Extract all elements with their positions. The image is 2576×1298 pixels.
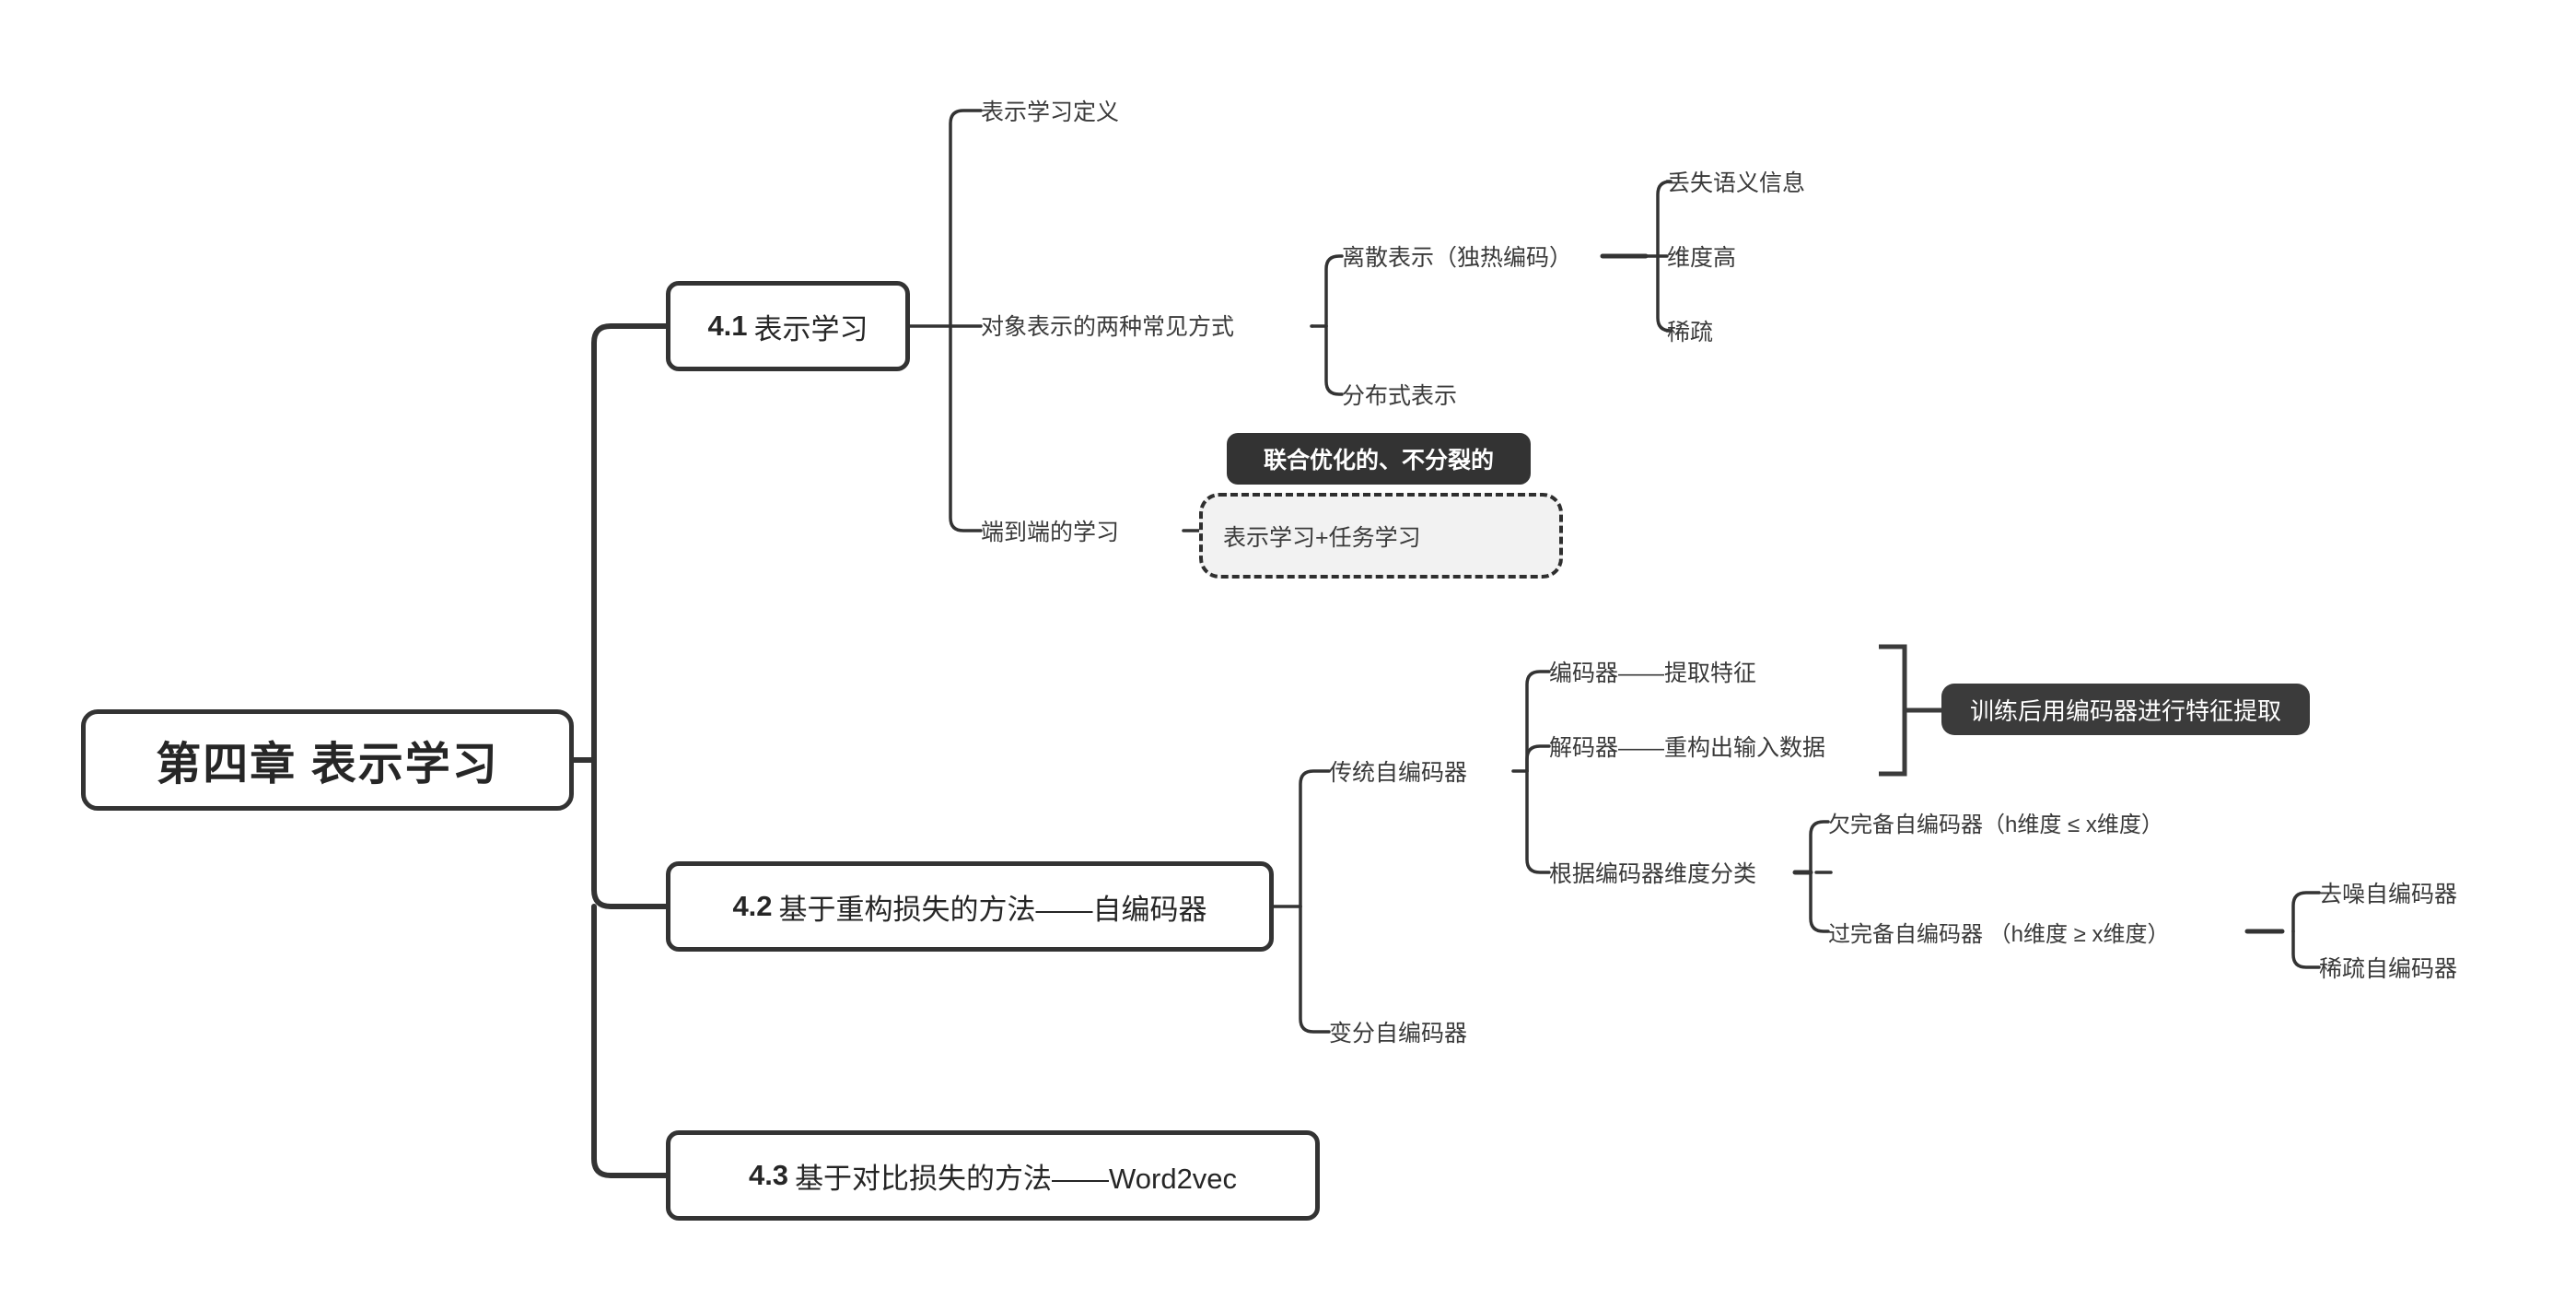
topic-overcomplete-autoencoder[interactable]: 过完备自编码器 （h维度 ≥ x维度） — [1828, 913, 2247, 950]
topic-label: 端到端的学习 — [981, 520, 1120, 545]
topic-label: 表示学习定义 — [981, 99, 1120, 125]
topic-denoising-autoencoder[interactable]: 去噪自编码器 — [2319, 874, 2531, 911]
callout-tag-label: 联合优化的、不分裂的 — [1263, 448, 1494, 474]
topic-undercomplete-autoencoder[interactable]: 欠完备自编码器（h维度 ≤ x维度） — [1828, 803, 2233, 840]
wire-ch2-to-vae — [1299, 905, 1331, 1034]
topic-label: 稀疏自编码器 — [2319, 956, 2458, 982]
chapter-4-1-label: 表示学习 — [753, 312, 868, 345]
topic-loses-semantic-information[interactable]: 丢失语义信息 — [1667, 163, 1879, 200]
topic-label: 编码器——提取特征 — [1549, 661, 1757, 686]
topic-label: 分布式表示 — [1342, 383, 1458, 409]
topic-decoder-reconstruct-input[interactable]: 解码器——重构出输入数据 — [1549, 728, 1844, 765]
chapter-4-3-number: 4.3 — [748, 1159, 789, 1191]
topic-classify-by-encoder-dimension[interactable]: 根据编码器维度分类 — [1549, 854, 1816, 891]
topic-encoder-extract-features[interactable]: 编码器——提取特征 — [1549, 653, 1784, 690]
highlighted-node-label: 表示学习+任务学习 — [1223, 524, 1421, 551]
wire-tradae-to-decoder — [1525, 744, 1551, 773]
wire-ch1-to-endtoend — [949, 324, 983, 532]
topic-label: 过完备自编码器 （h维度 ≥ x维度） — [1828, 921, 2170, 947]
wire-ch2-to-tradae — [1299, 769, 1331, 908]
wire-twoways-to-discrete — [1324, 254, 1344, 328]
topic-label: 对象表示的两种常见方式 — [981, 314, 1235, 340]
topic-high-dimensionality[interactable]: 维度高 — [1667, 238, 1778, 275]
callout-badge-label: 训练后用编码器进行特征提取 — [1969, 696, 2281, 725]
topic-label: 根据编码器维度分类 — [1549, 861, 1757, 887]
wire-root-to-ch3 — [591, 904, 669, 1178]
wire-root-to-ch2 — [591, 757, 669, 909]
topic-discrete-representation-onehot[interactable]: 离散表示（独热编码） — [1342, 238, 1646, 275]
root-node[interactable]: 第四章 表示学习 — [81, 709, 574, 811]
wire-tradae-to-bydim — [1525, 769, 1551, 874]
callout-badge-use-encoder-after-training: 训练后用编码器进行特征提取 — [1941, 684, 2310, 735]
topic-sparse[interactable]: 稀疏 — [1667, 312, 1750, 349]
chapter-4-2-number: 4.2 — [732, 890, 773, 922]
topic-representation-learning-definition[interactable]: 表示学习定义 — [981, 92, 1220, 129]
wire-overae-to-sparseae — [2291, 930, 2321, 969]
topic-label: 传统自编码器 — [1329, 760, 1468, 786]
wire-ch1-to-def — [949, 109, 983, 328]
wire-twoways-to-distributed — [1324, 324, 1344, 396]
chapter-node-4-2[interactable]: 4.2 基于重构损失的方法——自编码器 — [666, 861, 1274, 952]
root-label: 第四章 表示学习 — [156, 739, 499, 789]
callout-tag-jointly-optimized: 联合优化的、不分裂的 — [1227, 433, 1531, 485]
topic-label: 欠完备自编码器（h维度 ≤ x维度） — [1828, 812, 2163, 837]
chapter-4-1-number: 4.1 — [707, 310, 748, 342]
topic-label: 维度高 — [1667, 245, 1737, 271]
chapter-4-3-label: 基于对比损失的方法——Word2vec — [795, 1162, 1238, 1195]
wire-bracket-group — [1879, 644, 1907, 777]
topic-label: 解码器——重构出输入数据 — [1549, 735, 1826, 761]
wire-root-to-ch1 — [591, 323, 669, 763]
topic-variational-autoencoder[interactable]: 变分自编码器 — [1329, 1013, 1513, 1050]
topic-distributed-representation[interactable]: 分布式表示 — [1342, 376, 1526, 413]
wire-tradae-to-encoder — [1525, 670, 1551, 773]
topic-end-to-end-learning[interactable]: 端到端的学习 — [981, 512, 1183, 549]
topic-traditional-autoencoder[interactable]: 传统自编码器 — [1329, 753, 1513, 789]
topic-label: 变分自编码器 — [1329, 1021, 1468, 1047]
topic-two-common-representation-methods[interactable]: 对象表示的两种常见方式 — [981, 307, 1312, 344]
chapter-node-4-1[interactable]: 4.1 表示学习 — [666, 281, 910, 371]
topic-sparse-autoencoder[interactable]: 稀疏自编码器 — [2319, 949, 2531, 986]
highlighted-node-representation-plus-task-learning[interactable]: 表示学习+任务学习 — [1199, 493, 1563, 579]
chapter-4-2-label: 基于重构损失的方法——自编码器 — [778, 893, 1207, 926]
wire-overae-to-denoise — [2291, 891, 2321, 933]
chapter-node-4-3[interactable]: 4.3 基于对比损失的方法——Word2vec — [666, 1130, 1320, 1221]
topic-label: 丢失语义信息 — [1667, 170, 1806, 196]
topic-label: 稀疏 — [1667, 320, 1714, 345]
topic-label: 去噪自编码器 — [2319, 882, 2458, 907]
topic-label: 离散表示（独热编码） — [1342, 245, 1573, 271]
